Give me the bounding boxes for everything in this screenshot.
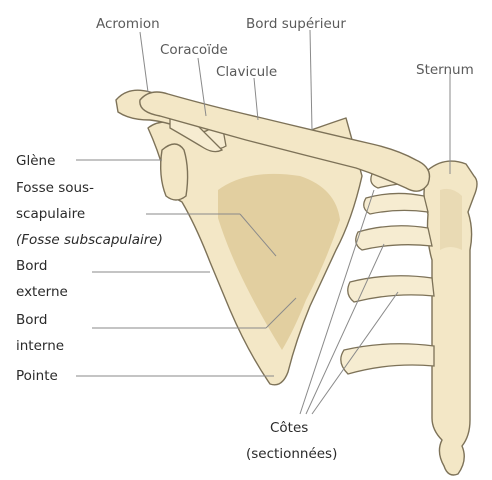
label-bord-externe-line1: Bord <box>16 258 47 274</box>
label-fosse-line3: (Fosse subscapulaire) <box>16 232 163 248</box>
label-cotes-line1: Côtes <box>270 420 308 436</box>
label-sternum: Sternum <box>416 62 474 78</box>
rib-3 <box>356 226 432 250</box>
label-bord-superieur: Bord supérieur <box>246 16 346 32</box>
label-bord-superieur-rest: supérieur <box>277 16 346 32</box>
label-pointe: Pointe <box>16 368 58 384</box>
label-coracoide: Coracoïde <box>160 42 228 58</box>
rib-2 <box>364 193 428 214</box>
rib-4 <box>348 276 434 302</box>
label-cotes-line2: (sectionnées) <box>246 446 337 462</box>
sternum-bone <box>424 161 477 475</box>
label-clavicule: Clavicule <box>216 64 277 80</box>
label-bord-externe-line2: externe <box>16 284 68 300</box>
label-fosse-line2: scapulaire <box>16 206 85 222</box>
label-bord-superieur-bold: Bord <box>246 16 277 32</box>
rib-5 <box>341 344 434 374</box>
label-bord-interne-line2: interne <box>16 338 64 354</box>
label-fosse-line1: Fosse sous- <box>16 180 94 196</box>
label-acromion: Acromion <box>96 16 160 32</box>
label-glene: Glène <box>16 153 55 169</box>
label-bord-interne-line1: Bord <box>16 312 47 328</box>
